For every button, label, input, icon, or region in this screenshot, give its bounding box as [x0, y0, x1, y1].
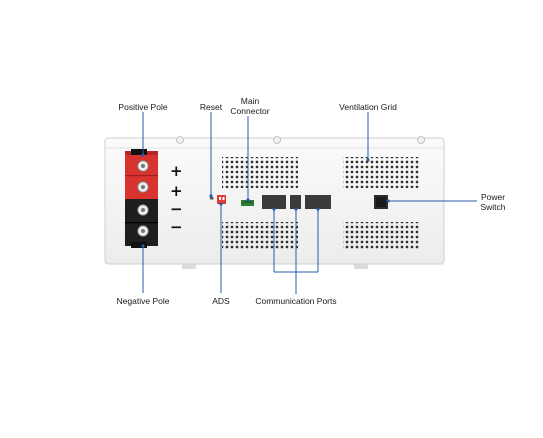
terminal-bolts — [137, 160, 149, 237]
label-communication-ports: Communication Ports — [255, 296, 336, 306]
power-switch[interactable] — [374, 195, 388, 209]
top-screws — [176, 136, 425, 144]
label-positive-pole: Positive Pole — [118, 102, 167, 112]
terminal-sign-2: + — [170, 182, 183, 200]
vent-bottom-right — [343, 222, 419, 250]
battery-terminals — [125, 149, 158, 248]
terminal-sign-4: − — [170, 218, 183, 236]
label-ads: ADS — [212, 296, 230, 306]
leader-lines — [141, 112, 477, 294]
reset-button[interactable] — [210, 197, 214, 200]
terminal-sign-1: + — [170, 162, 183, 180]
terminal-signs: + + − − — [170, 162, 183, 236]
communication-ports — [262, 195, 331, 209]
comm-port-1[interactable] — [262, 195, 286, 209]
feet — [182, 263, 368, 269]
vent-top-right — [343, 157, 419, 188]
label-reset: Reset — [200, 102, 223, 112]
main-connector[interactable] — [241, 200, 254, 206]
ventilation-grid — [222, 157, 419, 250]
vent-bottom-left — [222, 222, 298, 250]
ads-switch[interactable] — [217, 195, 226, 204]
comm-port-2[interactable] — [290, 195, 301, 209]
vent-top-left — [222, 157, 298, 188]
label-negative-pole: Negative Pole — [117, 296, 170, 306]
label-ventilation-grid: Ventilation Grid — [339, 102, 397, 112]
terminal-sign-3: − — [170, 200, 183, 218]
comm-port-3[interactable] — [305, 195, 331, 209]
